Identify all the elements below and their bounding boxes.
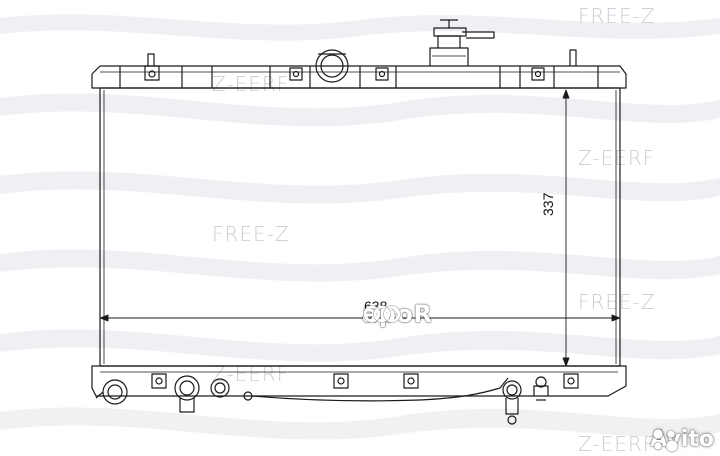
watermark-text: FREE-Z <box>578 4 656 28</box>
watermark-text-mirrored: Z-EERF <box>212 72 290 96</box>
marketplace-logo: Avito <box>650 427 714 453</box>
watermark-text-mirrored: Z-EERF <box>578 432 656 456</box>
bottom-tank <box>91 365 627 425</box>
radiator-core <box>99 87 621 367</box>
dimension-lines <box>99 89 621 367</box>
watermark-text: FREE-Z <box>212 222 290 246</box>
rings-logo-icon <box>363 305 401 323</box>
brand-badge: apoR <box>362 300 432 328</box>
width-dimension-label: 638 <box>364 298 388 314</box>
top-tank <box>91 19 627 89</box>
avito-dots-icon <box>652 428 679 453</box>
height-dimension-label: 337 <box>540 192 556 216</box>
